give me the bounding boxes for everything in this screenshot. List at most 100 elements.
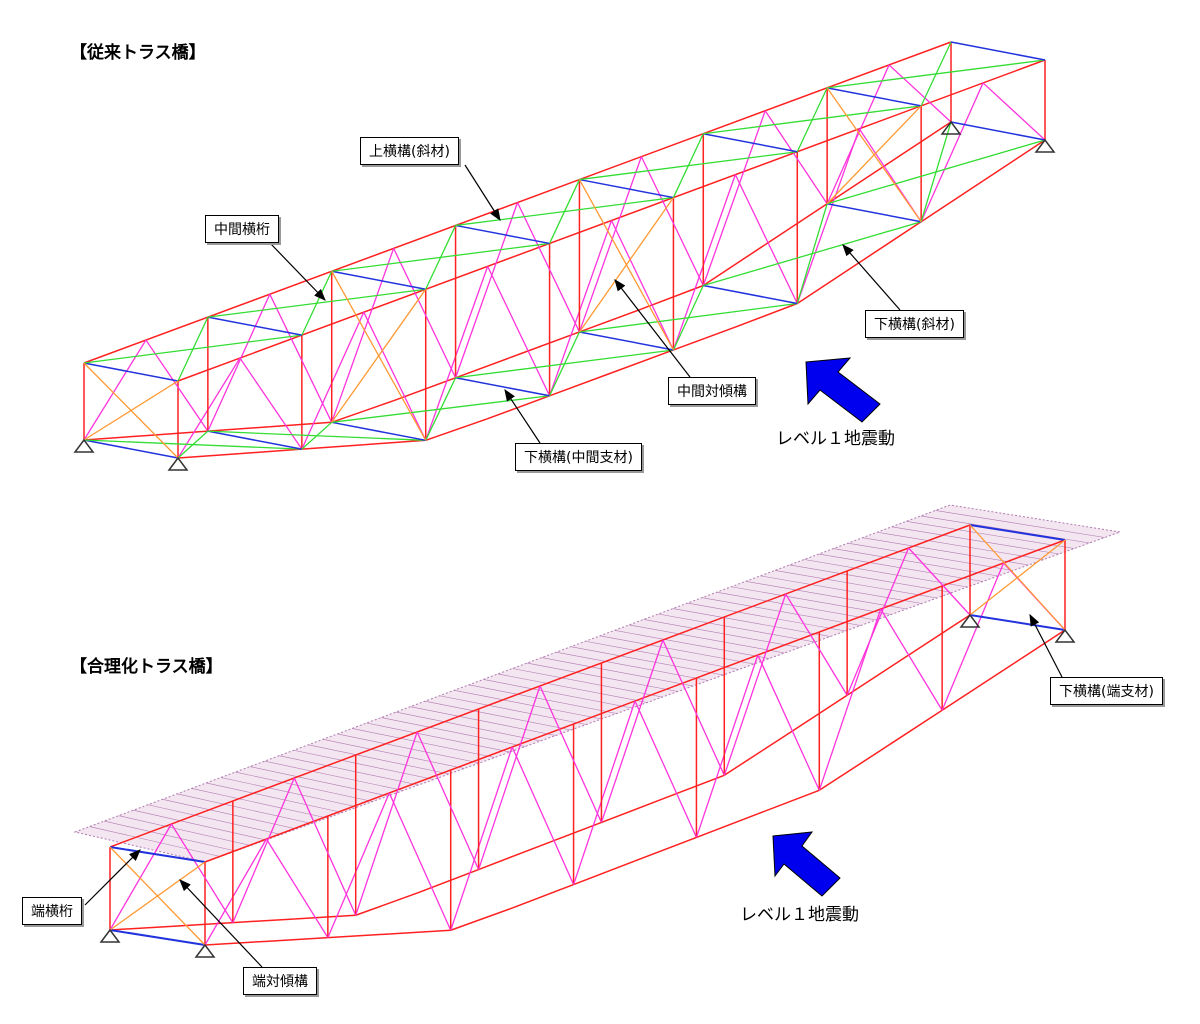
web-diagonal xyxy=(785,593,848,696)
lower-cross-beam xyxy=(455,377,550,397)
lower-cross-beam xyxy=(579,331,674,351)
bottom-chord-near xyxy=(425,417,488,442)
bearing-support-icon xyxy=(73,438,95,453)
leader-intermediate-cross-beam xyxy=(269,242,326,301)
web-diagonal xyxy=(487,266,551,397)
deck-hatch xyxy=(133,809,267,841)
upper-lateral-diagonal xyxy=(331,242,550,272)
bottom-chord-far xyxy=(171,921,233,928)
upper-cross-beam xyxy=(83,362,179,382)
deck-hatch xyxy=(439,695,587,725)
lower-cross-beam xyxy=(827,203,922,223)
conventional-bridge-title: 【従来トラス橋】 xyxy=(70,43,206,63)
lower-cross-beam xyxy=(331,421,426,442)
web-diagonal xyxy=(888,64,952,123)
sway-bracing xyxy=(826,87,922,223)
lower-lateral-diagonal xyxy=(83,439,302,450)
deck-hatch xyxy=(177,793,312,824)
bearing-support-icon xyxy=(167,456,189,471)
deck-hatch xyxy=(322,739,465,769)
upper-cross-beam xyxy=(950,41,1046,61)
bottom-chord-far xyxy=(207,425,270,432)
bottom-chord-near xyxy=(673,326,736,351)
end-cross-beam xyxy=(109,846,206,863)
web-diagonal xyxy=(145,339,209,432)
lower-lateral-end-strut xyxy=(969,614,1066,631)
web-diagonal xyxy=(301,311,365,450)
lower-cross-beam xyxy=(950,121,1046,141)
deck-hatch xyxy=(483,679,633,709)
deck-hatch xyxy=(745,581,907,610)
bottom-chord-far xyxy=(539,821,602,847)
deck-hatch xyxy=(512,668,663,698)
deck-hatch xyxy=(599,635,755,665)
deck-hatch xyxy=(906,521,1075,549)
bottom-chord-near xyxy=(177,452,240,459)
upper-lateral-diagonal xyxy=(207,288,426,318)
bottom-chord-far xyxy=(269,421,332,428)
deck-hatch xyxy=(731,586,892,615)
bottom-chord-near xyxy=(511,883,574,909)
bottom-chord-near xyxy=(982,139,1046,182)
bottom-chord-far xyxy=(109,925,172,931)
bearing-supports xyxy=(73,120,1076,958)
bottom-chord-far xyxy=(393,377,456,402)
web-diagonal xyxy=(764,110,828,205)
bottom-chord-far xyxy=(416,868,479,894)
deck-hatch xyxy=(570,646,724,676)
bottom-chord-near xyxy=(549,372,612,397)
web-diagonal xyxy=(982,82,1046,141)
deck-hatch xyxy=(774,570,938,599)
lower-lateral-diagonal xyxy=(703,221,922,287)
bottom-chord-far xyxy=(826,162,890,205)
deck-hatch xyxy=(556,651,709,681)
web-diagonal xyxy=(548,220,613,396)
deck-hatch xyxy=(658,613,816,643)
bearing-support-icon xyxy=(1034,138,1056,153)
web-diagonal xyxy=(796,128,860,304)
lower-cross-beam xyxy=(207,430,302,450)
leader-intermediate-sway xyxy=(614,279,691,378)
deck-hatch xyxy=(716,591,877,621)
bottom-chord-far xyxy=(908,614,971,656)
leader-upper-lateral xyxy=(464,164,501,222)
deck-hatch xyxy=(337,733,480,764)
bottom-chord-near xyxy=(266,936,328,943)
web-diagonal xyxy=(826,64,890,205)
deck-hatch xyxy=(264,760,404,791)
web-diagonal xyxy=(425,266,489,441)
bearing-support-icon xyxy=(940,120,962,135)
deck-hatch xyxy=(702,597,861,626)
seismic-direction-arrow-bottom xyxy=(772,831,841,897)
callout-intermediate-sway-bracing: 中間対傾構 xyxy=(668,377,756,405)
upper-lateral-diagonal xyxy=(703,105,922,135)
deck-hatch xyxy=(410,706,556,736)
web-diagonal xyxy=(600,639,664,823)
bottom-chord-far xyxy=(785,694,848,736)
lower-cross-beam xyxy=(83,439,179,459)
web-diagonal xyxy=(880,608,943,711)
bottom-chord-near xyxy=(634,836,697,862)
deck-hatch xyxy=(497,673,648,703)
upper-cross-beam xyxy=(331,270,426,291)
deck-hatch xyxy=(877,531,1044,560)
bottom-chord-far xyxy=(702,243,766,287)
web-diagonal xyxy=(327,792,390,938)
deck-hatch xyxy=(147,804,282,835)
bottom-chord-far xyxy=(455,354,518,379)
deck-hatch xyxy=(424,700,572,731)
upper-cross-beam xyxy=(579,178,674,199)
bottom-chord-near xyxy=(327,933,390,939)
deck-hatch xyxy=(206,782,343,813)
upper-lateral-diagonal xyxy=(579,151,798,181)
deck-hatch xyxy=(468,684,617,714)
bottom-chord-far xyxy=(579,308,642,333)
bottom-chord-near xyxy=(696,813,759,839)
web-diagonal xyxy=(363,311,427,441)
bottom-chord-near xyxy=(301,443,364,450)
deck-hatch xyxy=(366,722,511,753)
callout-intermediate-cross-beam: 中間横桁 xyxy=(205,215,279,243)
web-diagonal xyxy=(177,357,241,459)
end-sway-bracing xyxy=(969,524,1066,631)
